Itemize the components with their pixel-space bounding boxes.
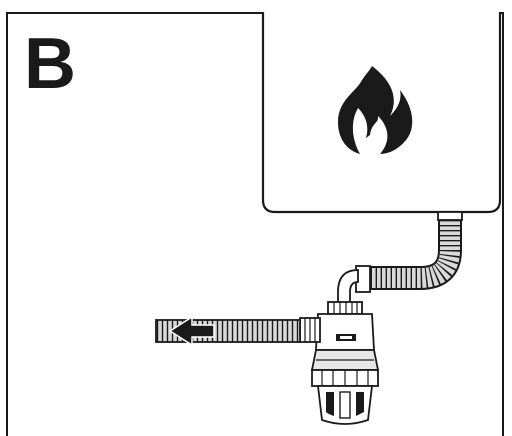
- condensate-trap: [299, 301, 380, 425]
- panel-label: B: [24, 24, 76, 104]
- left-arrow-icon: [168, 315, 215, 347]
- panel-frame: [6, 12, 504, 436]
- boiler-drain-hose: [368, 220, 462, 290]
- elbow-fitting: [337, 265, 371, 305]
- flame-icon: [338, 66, 413, 154]
